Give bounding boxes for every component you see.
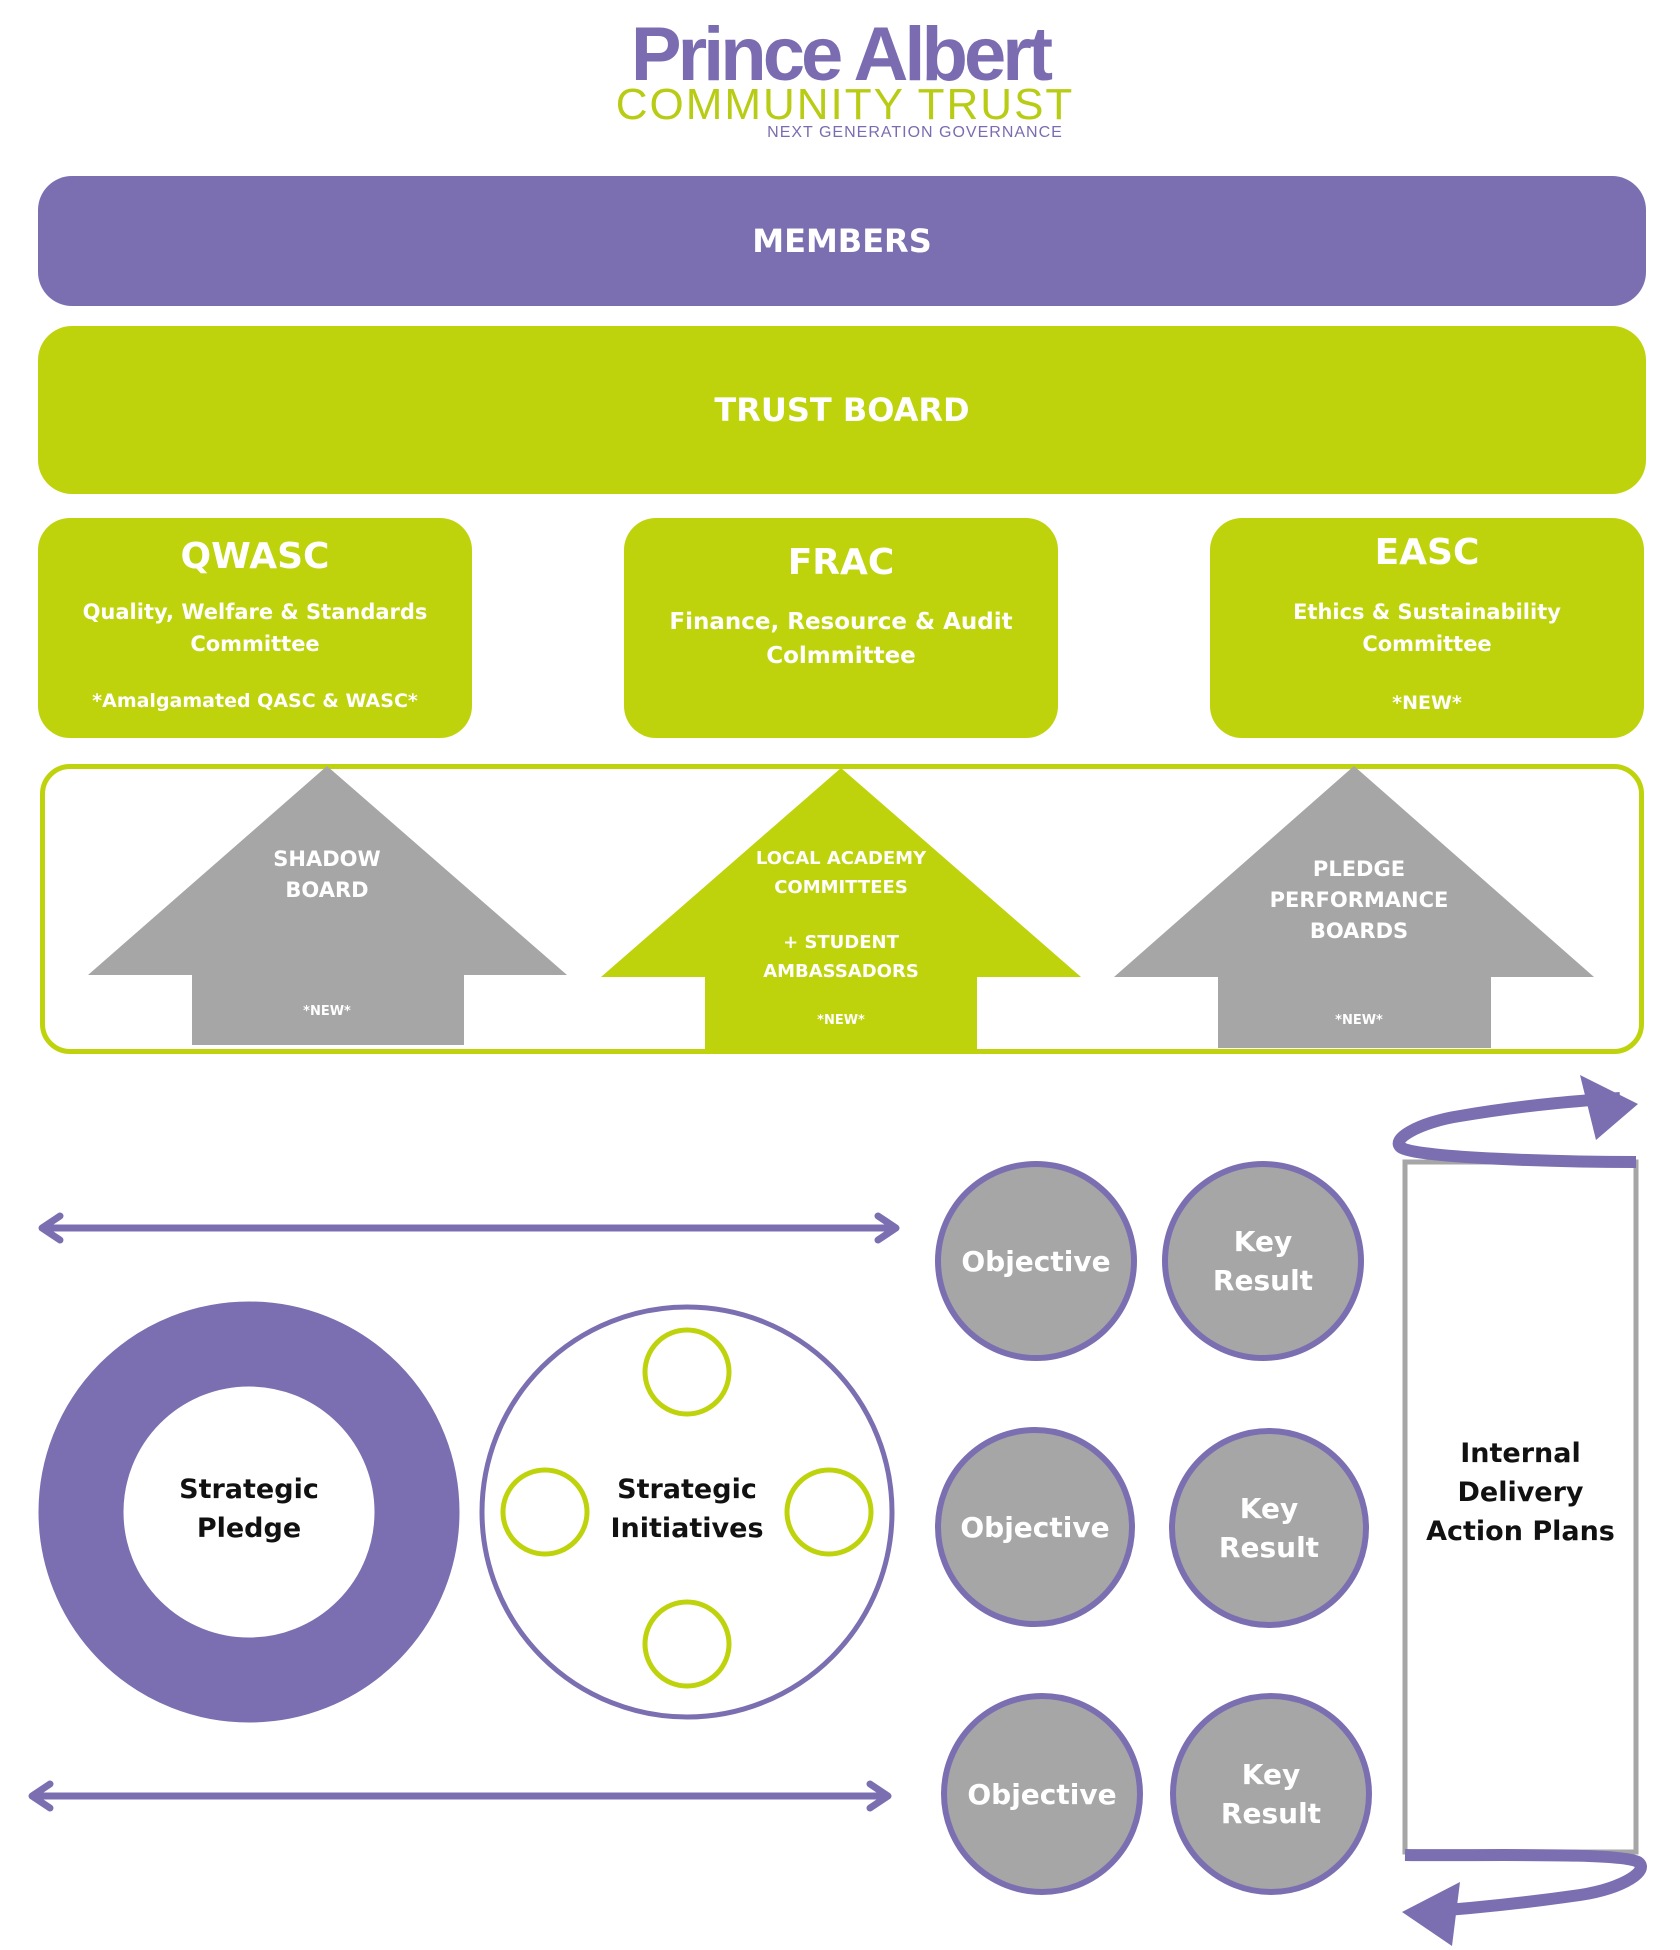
pledge-boards-arrow	[1114, 766, 1594, 1048]
committee-title: QWASC	[180, 536, 330, 577]
committee-qwasc: QWASC Quality, Welfare & Standards Commi…	[38, 518, 472, 738]
key-result-line-1: Key	[1239, 1492, 1299, 1525]
internal-delivery-line-3: Action Plans	[1426, 1516, 1615, 1547]
arrow-1-label: SHADOW BOARD	[227, 844, 427, 906]
bottom-double-arrow	[28, 1780, 892, 1812]
logo-name: Prince Albert	[630, 12, 1053, 97]
strategic-pledge-ring	[38, 1301, 460, 1723]
strategic-pledge-line-2: Pledge	[196, 1513, 302, 1544]
objective-label: Objective	[961, 1244, 1111, 1278]
initiative-left-circle	[500, 1467, 590, 1557]
key-result-line-2: Result	[1218, 1531, 1320, 1564]
arrow-1-line-1: SHADOW	[273, 847, 381, 871]
arrow-3-label: PLEDGE PERFORMANCE BOARDS	[1234, 854, 1484, 947]
members-label: MEMBERS	[752, 222, 932, 260]
initiative-bottom-circle	[642, 1599, 732, 1689]
objective-circle: Objective	[935, 1161, 1137, 1361]
trust-board-band: TRUST BOARD	[38, 326, 1646, 494]
committee-desc-1: Quality, Welfare & Standards	[82, 600, 428, 624]
delivery-top-arrowhead	[1580, 1075, 1638, 1140]
arrow-2-line-4: AMBASSADORS	[763, 961, 919, 982]
committee-note: *Amalgamated QASC & WASC*	[92, 690, 418, 712]
members-band: MEMBERS	[38, 176, 1646, 306]
key-result-line-1: Key	[1241, 1758, 1301, 1791]
arrow-2-note: *NEW*	[817, 1013, 865, 1028]
strategic-pledge-line-1: Strategic	[179, 1474, 319, 1505]
committee-note: *NEW*	[1392, 692, 1462, 714]
objective-circle: Objective	[941, 1693, 1143, 1895]
arrow-1-line-2: BOARD	[285, 878, 369, 902]
strategic-initiatives-line-2: Initiatives	[610, 1513, 764, 1544]
strategic-initiatives-label: Strategic Initiatives	[567, 1470, 807, 1548]
strategic-pledge-label: Strategic Pledge	[119, 1470, 379, 1548]
sub-committees-frame	[40, 764, 1644, 1054]
arrow-3-line-1: PLEDGE	[1312, 857, 1406, 881]
objective-label: Objective	[960, 1510, 1110, 1544]
arrow-2-line-3: + STUDENT	[783, 932, 899, 953]
shadow-board-arrow	[88, 766, 567, 1045]
internal-delivery-line-1: Internal	[1460, 1438, 1581, 1469]
committee-desc-2: Committee	[190, 632, 320, 656]
delivery-bottom-swirl	[1404, 1849, 1647, 1918]
committee-desc-1: Finance, Resource & Audit	[669, 609, 1013, 635]
arrow-2-label: LOCAL ACADEMY COMMITTEES + STUDENT AMBAS…	[716, 844, 966, 986]
initiative-right-circle	[784, 1467, 874, 1557]
delivery-column	[1402, 1159, 1639, 1855]
arrow-2-line-2: COMMITTEES	[774, 877, 908, 898]
arrow-2-line-1: LOCAL ACADEMY	[755, 848, 927, 869]
committee-desc-2: Committee	[1362, 632, 1492, 656]
arrow-3-line-2: PERFORMANCE	[1269, 888, 1449, 912]
top-double-arrow	[38, 1212, 900, 1244]
internal-delivery-label: Internal Delivery Action Plans	[1405, 1434, 1636, 1551]
arrow-3-note: *NEW*	[1335, 1013, 1383, 1028]
strategic-initiatives-circle	[479, 1304, 895, 1720]
committee-easc: EASC Ethics & Sustainability Committee *…	[1210, 518, 1644, 738]
initiative-top-circle	[642, 1327, 732, 1417]
logo-subtitle: COMMUNITY TRUST	[615, 80, 1075, 129]
logo-tagline: NEXT GENERATION GOVERNANCE	[767, 124, 1063, 141]
delivery-bottom-arrowhead	[1402, 1882, 1460, 1946]
strategic-initiatives-line-1: Strategic	[617, 1474, 757, 1505]
key-result-line-2: Result	[1220, 1797, 1322, 1830]
internal-delivery-line-2: Delivery	[1457, 1477, 1584, 1508]
trust-board-label: TRUST BOARD	[714, 391, 970, 429]
local-academy-arrow	[601, 768, 1081, 1050]
arrow-1-note: *NEW*	[303, 1004, 351, 1019]
committee-desc-2: Colmmittee	[766, 643, 916, 669]
committee-title: EASC	[1374, 532, 1480, 573]
key-result-line-2: Result	[1212, 1264, 1314, 1297]
delivery-top-swirl	[1392, 1092, 1637, 1168]
committee-title: FRAC	[787, 542, 895, 583]
objective-circle: Objective	[935, 1427, 1135, 1627]
key-result-line-1: Key	[1233, 1225, 1293, 1258]
arrow-2-spacer	[716, 902, 966, 928]
arrow-3-line-3: BOARDS	[1309, 919, 1409, 943]
committee-desc-1: Ethics & Sustainability	[1293, 600, 1561, 624]
committee-frac: FRAC Finance, Resource & Audit Colmmitte…	[624, 518, 1058, 738]
objective-label: Objective	[967, 1777, 1117, 1811]
